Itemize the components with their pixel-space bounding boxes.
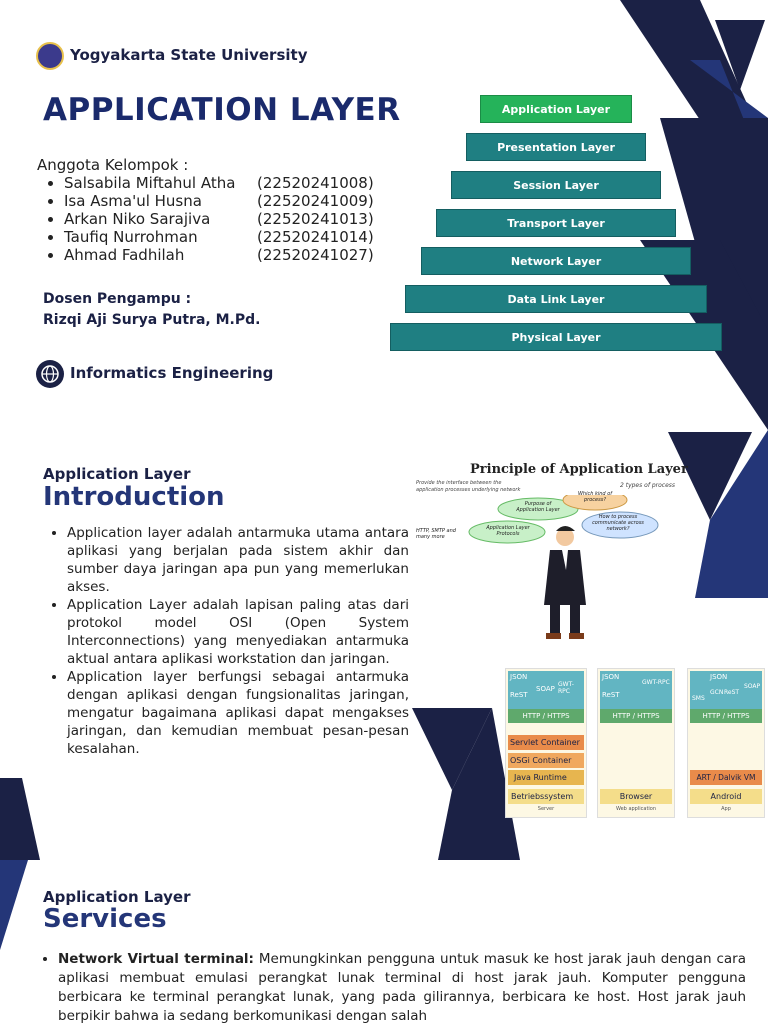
- page-title: APPLICATION LAYER: [43, 92, 401, 128]
- list-item: Salsabila Miftahul Atha(22520241008): [64, 174, 374, 192]
- bubble-which: Which kind of process?: [577, 491, 613, 503]
- principle-right-note: 2 types of process: [620, 482, 676, 489]
- osi-layer-data-link: Data Link Layer: [405, 285, 707, 313]
- osi-layer-network: Network Layer: [421, 247, 691, 275]
- list-item: Ahmad Fadhilah(22520241027): [64, 246, 374, 264]
- bubble-how: How to process communicate across networ…: [592, 514, 644, 532]
- list-item: Isa Asma'ul Husna(22520241009): [64, 192, 374, 210]
- list-item: Application Layer adalah lapisan paling …: [67, 596, 409, 668]
- intro-list: Application layer adalah antarmuka utama…: [50, 524, 409, 758]
- list-item: Application layer berfungsi sebagai anta…: [67, 668, 409, 758]
- university-logo-icon: [36, 42, 64, 70]
- globe-icon: [36, 360, 64, 388]
- stack-column-web: JSON ReST GWT-RPC HTTP / HTTPS Browser W…: [597, 668, 675, 818]
- osi-layer-transport: Transport Layer: [436, 209, 676, 237]
- lecturer-label: Dosen Pengampu :: [43, 291, 192, 307]
- intro-heading: Introduction: [43, 482, 225, 512]
- principle-figure: [410, 455, 668, 645]
- services-kicker: Application Layer: [43, 888, 191, 906]
- members-list: Salsabila Miftahul Atha(22520241008) Isa…: [44, 174, 374, 264]
- principle-title: Principle of Application Layer: [470, 462, 688, 477]
- intro-kicker: Application Layer: [43, 465, 191, 483]
- osi-layer-presentation: Presentation Layer: [466, 133, 646, 161]
- stack-column-app: JSON SMS GCN ReST SOAP HTTP / HTTPS ART …: [687, 668, 765, 818]
- lecturer-block: Dosen Pengampu : Rizqi Aji Surya Putra, …: [43, 289, 260, 331]
- osi-layer-application: Application Layer: [480, 95, 632, 123]
- bubble-protocols: Application Layer Protocols: [486, 525, 530, 537]
- list-item: Network Virtual terminal: Memungkinkan p…: [58, 950, 746, 1026]
- principle-illustration: [468, 495, 659, 639]
- osi-layer-session: Session Layer: [451, 171, 661, 199]
- university-name: Yogyakarta State University: [70, 46, 308, 64]
- services-heading: Services: [43, 904, 167, 934]
- department-label: Informatics Engineering: [70, 364, 274, 382]
- stack-figure: JSON ReST SOAP GWT-RPC HTTP / HTTPS Serv…: [505, 668, 765, 818]
- list-item: Arkan Niko Sarajiva(22520241013): [64, 210, 374, 228]
- bubble-purpose: Purpose of Application Layer: [516, 501, 560, 513]
- lecturer-name: Rizqi Aji Surya Putra, M.Pd.: [43, 312, 261, 328]
- list-item: Taufiq Nurrohman(22520241014): [64, 228, 374, 246]
- osi-layer-physical: Physical Layer: [390, 323, 722, 351]
- protocol-note: HTTP, SMTP and many more: [416, 528, 456, 540]
- services-list: Network Virtual terminal: Memungkinkan p…: [40, 950, 746, 1026]
- members-heading: Anggota Kelompok :: [37, 156, 189, 174]
- principle-left-note: Provide the interface between the applic…: [416, 480, 521, 493]
- stack-column-server: JSON ReST SOAP GWT-RPC HTTP / HTTPS Serv…: [505, 668, 587, 818]
- list-item: Application layer adalah antarmuka utama…: [67, 524, 409, 596]
